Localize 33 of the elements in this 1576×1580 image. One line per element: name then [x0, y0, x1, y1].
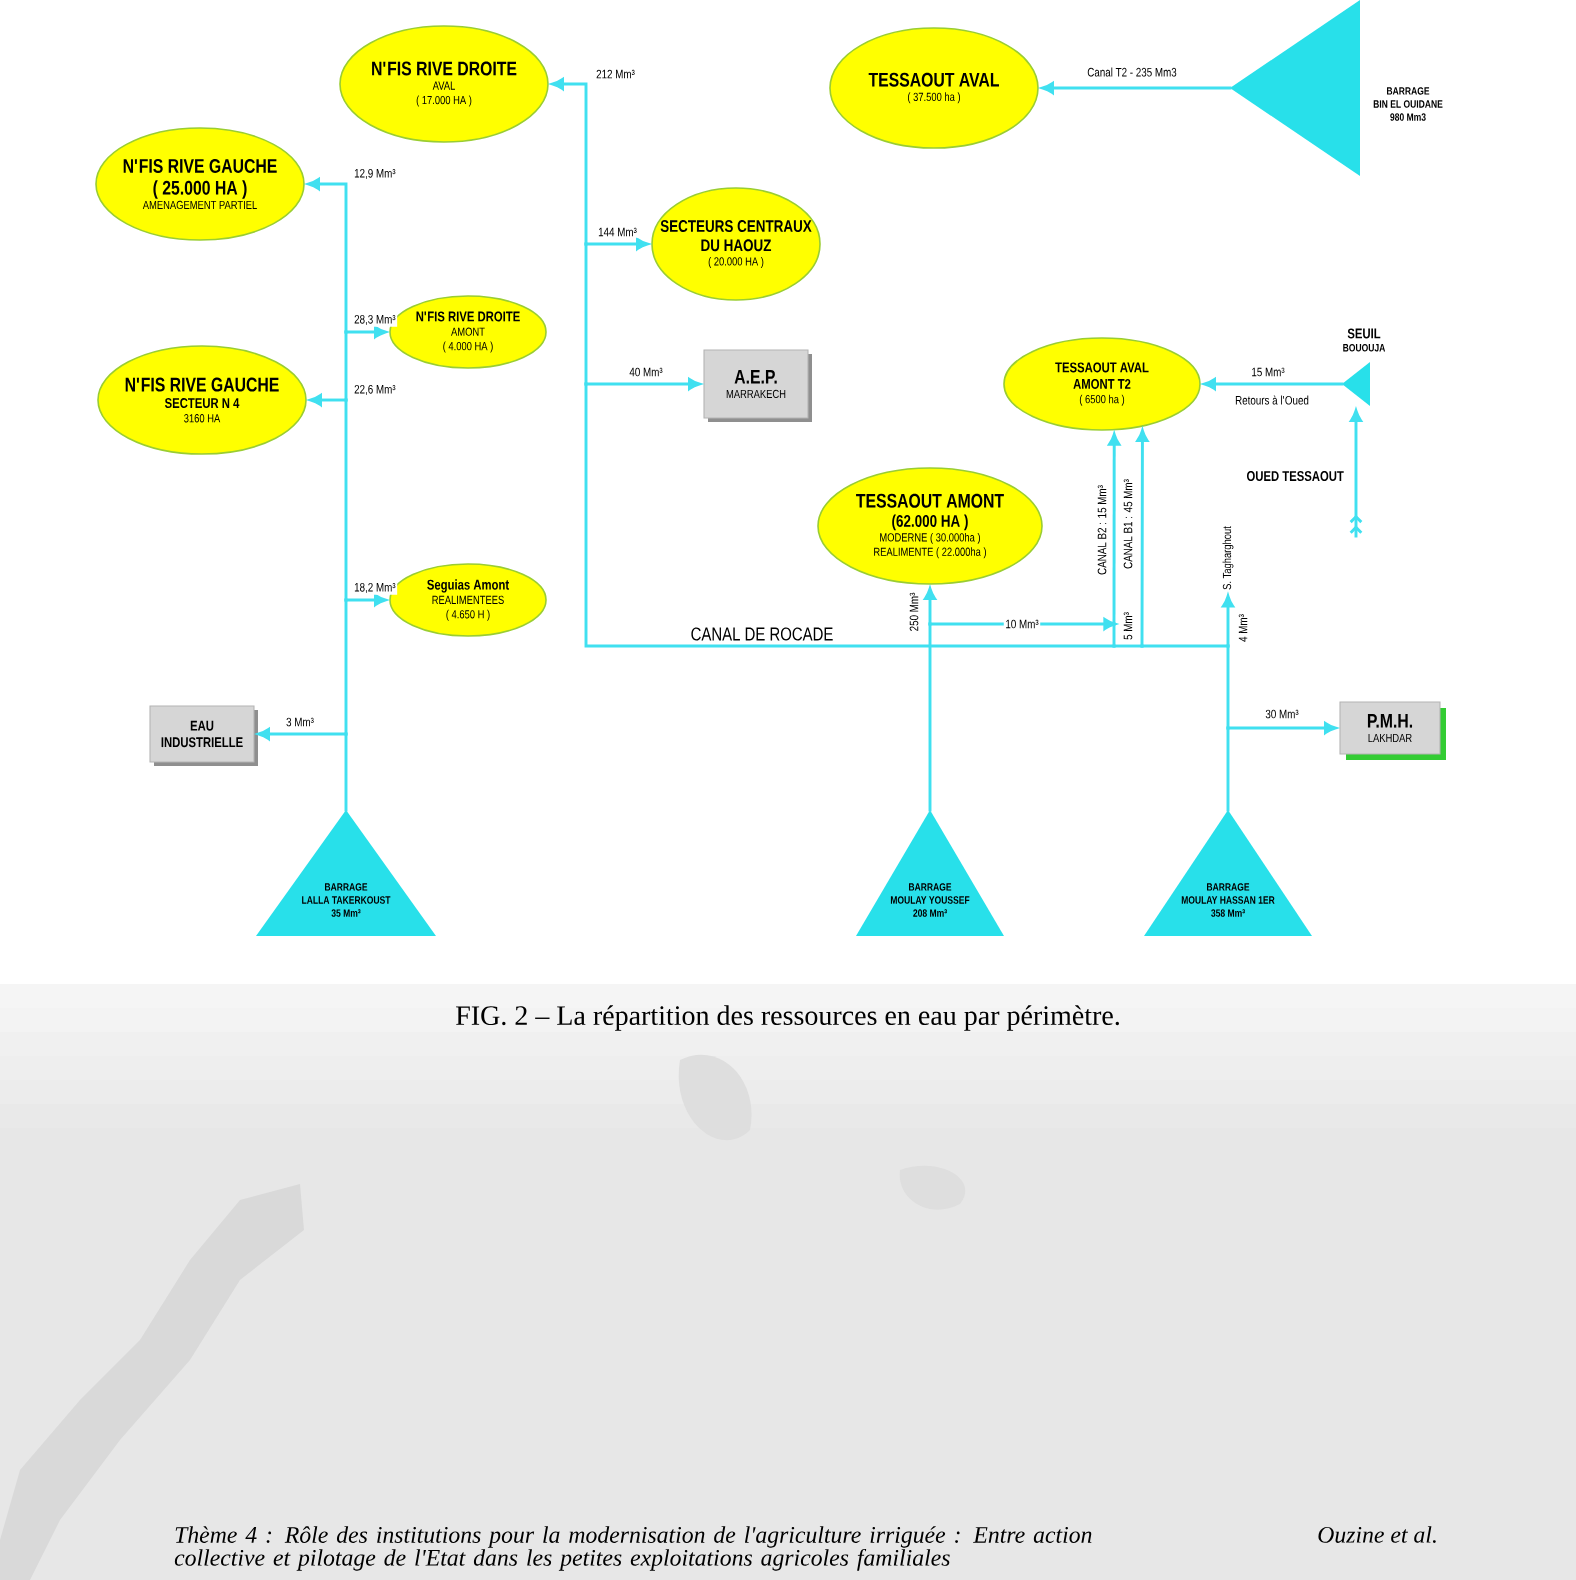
footer-text: Thème 4 : Rôle des institutions pour la modernisation de l'agriculture irriguée : Entre action collective et pilotage de l'Etat dans les petites exploitations agricoles familiales [174, 1526, 1092, 1571]
flow-line [1112, 622, 1116, 648]
flow-arrow [923, 587, 937, 626]
flow-line [1140, 644, 1230, 648]
flow-arrow [1041, 81, 1232, 95]
flow-line [584, 242, 588, 386]
flow-arrow [1221, 594, 1235, 648]
flow-line [344, 598, 348, 736]
flow-arrow [928, 617, 1116, 631]
footer-authors: Ouzine et al. [1318, 1526, 1436, 1543]
flow-arrow [1136, 429, 1149, 648]
flow-arrow [1108, 433, 1121, 626]
flow-arrow [1203, 377, 1344, 391]
figure-caption: FIG. 2 – La répartition des ressources en eau par périmètre. [456, 1005, 1119, 1031]
flow-arrow [584, 377, 701, 391]
flow-line [584, 382, 1116, 648]
flow-line [344, 398, 348, 602]
canal-label: CANAL DE ROCADE [689, 625, 835, 643]
flow-line [344, 732, 348, 812]
flow-line [928, 622, 932, 812]
flow-arrow [309, 393, 348, 407]
flow-arrow [584, 237, 649, 251]
flow-arrow [257, 727, 348, 741]
flow-arrow [1349, 409, 1363, 538]
flow-arrow [344, 325, 387, 339]
flow-arrow [307, 177, 348, 334]
flow-arrow [344, 593, 387, 607]
flow-line [344, 330, 348, 402]
flow-arrow [551, 77, 588, 246]
flow-arrow [1226, 721, 1337, 735]
flow-line [1226, 644, 1230, 730]
flow-line [1226, 726, 1230, 812]
flow-line [1112, 644, 1144, 648]
